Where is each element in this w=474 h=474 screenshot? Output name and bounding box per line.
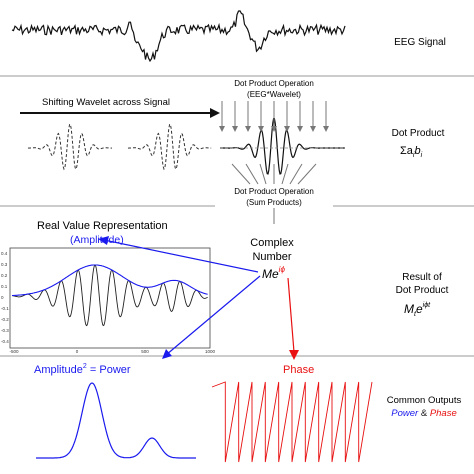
sum-arrow <box>289 163 303 185</box>
inset-y-tick-label: 0 <box>1 295 4 300</box>
multiply-arrow-head <box>271 126 277 132</box>
dot-product-formula: Σaibi <box>400 145 423 159</box>
power-curve <box>36 382 196 459</box>
multiply-arrow-head <box>310 126 316 132</box>
sum-arrows <box>231 163 317 185</box>
sum-arrow <box>297 163 317 185</box>
sum-arrow <box>231 163 251 185</box>
multiply-arrow-head <box>245 126 251 132</box>
inset-y-tick-label: -0.2 <box>1 317 9 322</box>
inset-x-tick-label: 0 <box>76 349 79 354</box>
amplitude-label: (Amplitude) <box>70 234 124 246</box>
inset-y-ticks: 0.4 0.3 0.2 0.1 0 -0.1 -0.2 -0.3 -0.4 <box>1 251 9 344</box>
common-outputs-label: Common Outputs <box>387 395 462 406</box>
inset-y-tick-label: 0.1 <box>1 284 8 289</box>
dot-product-op1-box <box>215 78 333 100</box>
arrow-to-amplitude-head <box>98 236 109 245</box>
inset-y-tick-label: -0.4 <box>1 339 9 344</box>
multiply-arrow-head <box>232 126 238 132</box>
dot-product-op2-box <box>215 186 333 208</box>
inset-x-tick-label: 500 <box>141 349 149 354</box>
amplitude-power-label: Amplitude2 = Power <box>34 363 131 376</box>
sum-arrow <box>245 163 259 185</box>
eeg-signal-trace <box>11 10 346 63</box>
inset-x-tick-label: -500 <box>9 349 19 354</box>
multiply-arrow-head <box>297 126 303 132</box>
inset-y-tick-label: 0.2 <box>1 273 8 278</box>
dot-product-op1-line1: Dot Product Operation <box>234 79 314 88</box>
complex-number-line1: Complex <box>250 237 294 249</box>
multiply-arrows <box>219 101 329 132</box>
result-label-line1: Result of <box>402 272 442 283</box>
power-phase-label: Power & Phase <box>391 408 457 419</box>
multiply-arrow-head <box>284 126 290 132</box>
arrow-to-amplitude <box>103 239 259 273</box>
multiply-arrow-head <box>258 126 264 132</box>
arrow-to-phase-head <box>289 350 299 360</box>
inset-real-wavelet <box>12 264 208 327</box>
multiply-arrow-head <box>323 126 329 132</box>
multiply-arrow-head <box>219 126 225 132</box>
inset-amplitude-envelope <box>12 264 208 297</box>
dot-product-op2-line2: (Sum Products) <box>246 198 302 207</box>
shifting-wavelet-dashed <box>27 124 212 171</box>
dot-product-wavelet <box>220 118 345 175</box>
inset-y-tick-label: 0.3 <box>1 262 8 267</box>
dot-product-label: Dot Product <box>392 128 445 139</box>
me-formula: Meiϕ <box>262 265 285 281</box>
phase-label: Phase <box>283 364 314 376</box>
inset-x-tick-label: 1000 <box>205 349 216 354</box>
sum-arrow <box>281 163 289 185</box>
inset-plot-frame <box>9 247 211 349</box>
dot-product-op2-line1: Dot Product Operation <box>234 187 314 196</box>
inset-x-ticks: -500 0 500 1000 <box>9 349 215 354</box>
dot-product-op1-line2: (EEG*Wavelet) <box>247 90 301 99</box>
inset-plot: 0.4 0.3 0.2 0.1 0 -0.1 -0.2 -0.3 -0.4 -500 0 500 10… <box>1 247 216 354</box>
inset-y-tick-label: -0.1 <box>1 306 9 311</box>
shift-arrow-head <box>210 108 220 118</box>
inset-y-tick-label: 0.4 <box>1 251 8 256</box>
real-value-title: Real Value Representation <box>37 220 168 232</box>
arrow-to-phase <box>287 277 295 353</box>
complex-number-line2: Number <box>252 251 291 263</box>
result-formula: Mteiϕt <box>404 302 431 318</box>
inset-y-tick-label: -0.3 <box>1 328 9 333</box>
result-label-line2: Dot Product <box>396 285 449 296</box>
arrow-to-power-head <box>162 349 172 359</box>
shifting-wavelet-label: Shifting Wavelet across Signal <box>42 97 170 108</box>
sum-arrow <box>259 163 267 185</box>
phase-sawtooth <box>211 381 373 463</box>
eeg-signal-label: EEG Signal <box>394 37 446 48</box>
arrow-to-power <box>165 275 261 356</box>
